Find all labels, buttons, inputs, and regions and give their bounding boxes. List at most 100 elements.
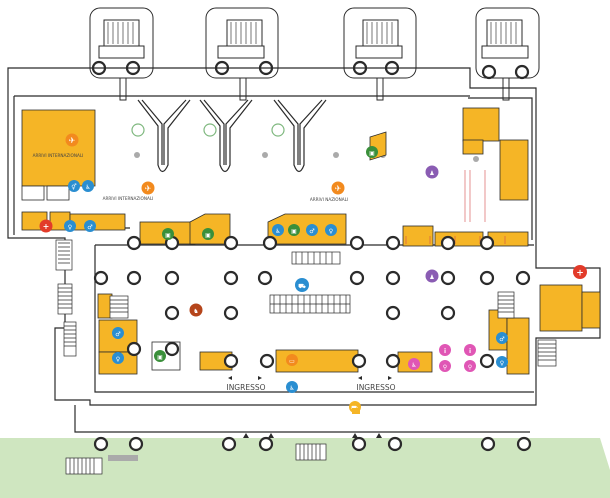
toilets-icon: ♂: [306, 224, 318, 236]
svg-text:♟: ♟: [429, 274, 434, 281]
svg-text:⚥: ⚥: [71, 183, 76, 191]
staircase-apron-left: [65, 457, 103, 475]
first-aid-icon: +: [573, 265, 587, 279]
meeting-point-icon: ♟: [425, 269, 439, 283]
toilets-icon: ⚥: [68, 180, 80, 192]
arrivals-international-label: ARRIVI INTERNAZIONALI: [103, 196, 154, 201]
jet-bridge-4: [475, 7, 540, 101]
arrivals-international-room: [21, 109, 96, 187]
baggage-claim-icon: [203, 123, 217, 137]
dividers: [405, 170, 506, 244]
jet-bridge-1: [89, 7, 154, 101]
svg-text:+: +: [43, 222, 50, 231]
info-icon: i: [464, 344, 476, 356]
staircase-left-lower: [57, 283, 73, 315]
meeting-point-icon: ♟: [425, 165, 439, 179]
info-icon: ⚲: [464, 360, 476, 372]
lost-luggage-icon: ▣: [162, 228, 174, 240]
svg-text:✈: ✈: [145, 184, 152, 193]
hall-dots: [134, 152, 479, 162]
entrance-left-label: INGRESSO: [226, 383, 265, 392]
staircase-mid-right: [497, 291, 515, 319]
apron-markers: [108, 408, 360, 461]
svg-text:♿: ♿: [411, 362, 416, 369]
svg-text:♂: ♂: [87, 224, 92, 231]
toilets-icon: ♂: [84, 220, 96, 232]
rooms: [21, 107, 601, 375]
svg-text:i: i: [469, 348, 471, 355]
dog-area-icon: ♞: [189, 303, 203, 317]
svg-text:♀: ♀: [116, 356, 120, 363]
svg-text:♀: ♀: [68, 224, 72, 231]
pillars: [93, 235, 532, 452]
svg-text:✈: ✈: [335, 184, 342, 193]
svg-text:♟: ♟: [429, 170, 434, 177]
baggage-belt-2: [199, 99, 253, 173]
toilets-icon: ♀: [325, 224, 337, 236]
baggage-belt-3: [273, 99, 327, 173]
plane-arrival-icon: ✈: [65, 133, 79, 147]
info-icon: ♿: [408, 358, 420, 370]
svg-text:⚲: ⚲: [468, 364, 472, 371]
entrance-right-label: INGRESSO: [356, 383, 395, 392]
jet-bridges: [89, 7, 540, 101]
apron: [0, 438, 610, 498]
svg-text:♿: ♿: [85, 184, 90, 191]
jet-bridge-3: [343, 7, 417, 101]
svg-text:♀: ♀: [329, 228, 333, 235]
staircase-apron-right: [295, 443, 327, 461]
bridge-columns: [91, 60, 530, 80]
escalator-upper: [291, 251, 341, 265]
svg-text:▣: ▣: [157, 354, 163, 361]
baggage-claim-icon: [131, 123, 145, 137]
baggage-belts: [137, 99, 327, 173]
escalator-lower: [269, 294, 351, 314]
toilets-icon: ♂: [112, 327, 124, 339]
svg-text:♂: ♂: [499, 336, 504, 343]
arrivals-international-room-label: ARRIVI INTERNAZIONALI: [33, 153, 84, 158]
plane-arrival-icon: ✈: [141, 181, 155, 195]
lost-luggage-icon: ▣: [154, 350, 166, 362]
jet-bridge-2: [205, 7, 279, 101]
lost-luggage-icon: ▣: [202, 228, 214, 240]
svg-text:✈: ✈: [69, 136, 76, 145]
svg-text:i: i: [444, 348, 446, 355]
shop-icon: ▭: [286, 354, 298, 366]
lost-luggage-icon: ▣: [366, 146, 378, 158]
baggage-belt-1: [137, 99, 191, 173]
info-icon: i: [439, 344, 451, 356]
svg-text:▣: ▣: [291, 228, 297, 235]
atm-icon: ⛟: [295, 278, 309, 292]
svg-text:▭: ▭: [289, 358, 295, 365]
svg-text:♂: ♂: [115, 331, 120, 338]
svg-text:▣: ▣: [369, 150, 375, 157]
svg-text:⚲: ⚲: [443, 364, 447, 371]
lost-luggage-icon: ▣: [288, 224, 300, 236]
baggage-claim-icon: [271, 123, 285, 137]
svg-text:♀: ♀: [500, 360, 504, 367]
svg-text:♿: ♿: [289, 385, 294, 392]
svg-text:▣: ▣: [205, 232, 211, 239]
svg-text:♞: ♞: [193, 308, 198, 315]
svg-text:♿: ♿: [275, 228, 280, 235]
toilets-icon: ♀: [496, 356, 508, 368]
svg-text:⛟: ⛟: [298, 283, 306, 290]
info-icon: ⚲: [439, 360, 451, 372]
accessibility-icon: ♿: [82, 180, 94, 192]
building-outline: [7, 67, 601, 433]
staircase-mid-left: [109, 295, 129, 319]
stairs: [55, 239, 557, 475]
staircase-right: [537, 339, 557, 367]
staircase-left: [55, 239, 73, 271]
entrance-arrows: [228, 376, 392, 438]
svg-text:+: +: [576, 269, 584, 279]
toilets-icon: ♀: [112, 352, 124, 364]
svg-text:♂: ♂: [309, 228, 314, 235]
toilets-icon: ♀: [64, 220, 76, 232]
plane-arrival-icon: ✈: [331, 181, 345, 195]
first-aid-icon: +: [39, 219, 53, 233]
toilets-icon: ♿: [272, 224, 284, 236]
accessibility-icon: ♿: [286, 381, 298, 393]
staircase-left-low2: [63, 321, 77, 357]
